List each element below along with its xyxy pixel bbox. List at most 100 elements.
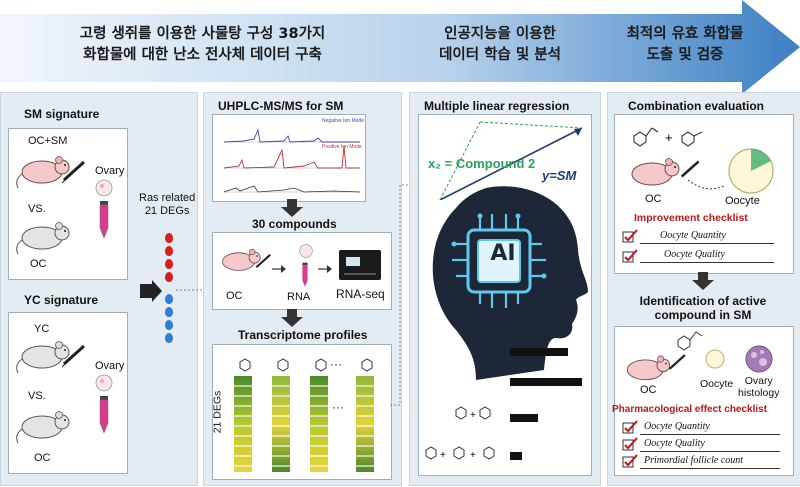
down-gene-icon: [165, 320, 173, 330]
profiles-title: Transcriptome profiles: [238, 328, 368, 342]
degs-label: 21 DEGs: [211, 390, 224, 434]
tube-icon: [99, 396, 109, 434]
connector-line: [390, 184, 418, 406]
vs-top-label: VS.: [28, 203, 46, 215]
syringe-icon: [255, 253, 271, 269]
egg-icon: [95, 179, 113, 197]
regression-title: Multiple linear regression: [424, 99, 570, 113]
svg-text:+: +: [440, 450, 446, 461]
arrow-right-icon: [318, 265, 332, 273]
syringe-icon: [680, 160, 700, 178]
oc-bottom-label: OC: [34, 452, 51, 464]
mouse-icon: [222, 248, 261, 271]
chip-icon: [451, 213, 547, 308]
arrow-down-icon: [281, 309, 303, 327]
ident-line2: compound in SM: [654, 308, 752, 322]
chromatogram-box: [212, 114, 366, 202]
combination-bars: + + +: [425, 348, 582, 461]
molecule-icon: [677, 331, 703, 351]
chrom-pos-label: Positive Ion Mode: [322, 144, 362, 150]
x2-compound-label: x₂ = Compound 2: [428, 156, 536, 171]
pharm-underline-2: [640, 451, 780, 452]
profiles-dots-mid: ···: [332, 400, 344, 414]
pharm-title: Pharmacological effect checklist: [612, 404, 768, 415]
banner-arrow: [0, 0, 800, 94]
mouse-icon: [16, 156, 70, 189]
improve-underline-2: [640, 262, 774, 263]
tube-icon: [99, 201, 109, 239]
improve-underline-1: [640, 243, 774, 244]
connector-line: [176, 289, 204, 291]
combo-title: Combination evaluation: [628, 99, 765, 113]
pharm-item-2: Oocyte Quality: [644, 438, 705, 449]
up-gene-icon: [165, 259, 173, 269]
mouse-icon: [16, 411, 70, 444]
banner-col3-line1: 최적의 유효 화합물: [626, 26, 744, 42]
ras-line2: 21 DEGs: [144, 205, 190, 217]
oc-sm-label: OC+SM: [28, 135, 68, 147]
syringe-icon: [62, 160, 86, 184]
ras-line1: Ras related: [139, 192, 196, 204]
pharm-item-3: Primordial follicle count: [644, 455, 744, 466]
combo-oc-label: OC: [645, 193, 662, 205]
tube-icon: [302, 262, 308, 287]
rna-label: RNA: [287, 291, 311, 303]
banner-col3-line2: 도출 및 검증: [646, 47, 724, 63]
mouse-icon: [631, 158, 680, 186]
rnaseq-label: RNA-seq: [336, 287, 385, 301]
yc-label: YC: [34, 323, 50, 335]
checkbox-icon: [622, 437, 638, 451]
down-gene-icon: [165, 333, 173, 343]
histology-icon: [745, 345, 773, 373]
banner-col2-line2: 데이터 학습 및 분석: [439, 47, 561, 63]
ident-title: Identification of active compound in SM: [626, 294, 780, 322]
banner-col1-line2: 화합물에 대한 난소 전사체 데이터 구축: [83, 47, 322, 63]
ovary-histology-label: Ovary histology: [738, 375, 779, 399]
chrom-neg-label: Negative Ion Mode: [322, 118, 364, 124]
pharm-underline-3: [640, 468, 780, 469]
up-gene-icon: [165, 233, 173, 243]
ident-oc-label: OC: [640, 384, 657, 396]
mouse-icon: [16, 341, 70, 374]
egg-icon: [705, 349, 725, 369]
chromatogram-chart: [223, 128, 361, 193]
syringe-icon: [62, 344, 86, 368]
combo-oocyte-label: Oocyte: [725, 195, 760, 207]
checkbox-icon: [622, 454, 638, 468]
arrow-right-icon: [272, 265, 286, 273]
down-gene-icon: [165, 294, 173, 304]
arrow-down-icon: [281, 199, 303, 217]
checkbox-icon: [622, 249, 638, 263]
molecule-icon: +: [633, 127, 703, 147]
sequencer-icon: [339, 250, 381, 280]
molecule-icon: [239, 358, 373, 372]
molecule-icon: [425, 406, 495, 460]
sm-signature-title: SM signature: [24, 107, 100, 121]
ai-label: AI: [490, 241, 516, 266]
ident-oocyte-label: Oocyte: [700, 378, 734, 390]
oc-top-label: OC: [30, 258, 47, 270]
mouse-icon: [626, 355, 671, 381]
banner-col2-line1: 인공지능을 이용한: [444, 26, 556, 42]
profiles-dots-top: ···: [330, 357, 342, 371]
up-gene-icon: [165, 272, 173, 282]
compounds-title: 30 compounds: [252, 217, 337, 231]
yc-signature-box: [8, 312, 128, 474]
improve-item-1: Oocyte Quantity: [660, 230, 726, 241]
banner-col1-line1: 고령 생쥐를 이용한 사물탕 구성 38가지: [79, 26, 326, 42]
pharm-item-1: Oocyte Quantity: [644, 421, 710, 432]
egg-icon: [299, 244, 313, 258]
y-sm-label: y=SM: [542, 168, 577, 183]
vs-bottom-label: VS.: [28, 390, 46, 402]
combo-box: [614, 114, 794, 274]
svg-text:+: +: [470, 410, 476, 421]
checkbox-icon: [622, 229, 638, 243]
rna-oc-label: OC: [226, 290, 243, 302]
svg-text:+: +: [665, 130, 673, 145]
ovary-top-label: Ovary: [95, 165, 125, 177]
improve-item-2: Oocyte Quality: [664, 249, 725, 260]
profile-bars: [234, 358, 374, 472]
ident-line1: Identification of active: [639, 294, 767, 308]
pharm-underline-1: [640, 434, 780, 435]
ovary-hist-line1: Ovary: [744, 375, 773, 387]
